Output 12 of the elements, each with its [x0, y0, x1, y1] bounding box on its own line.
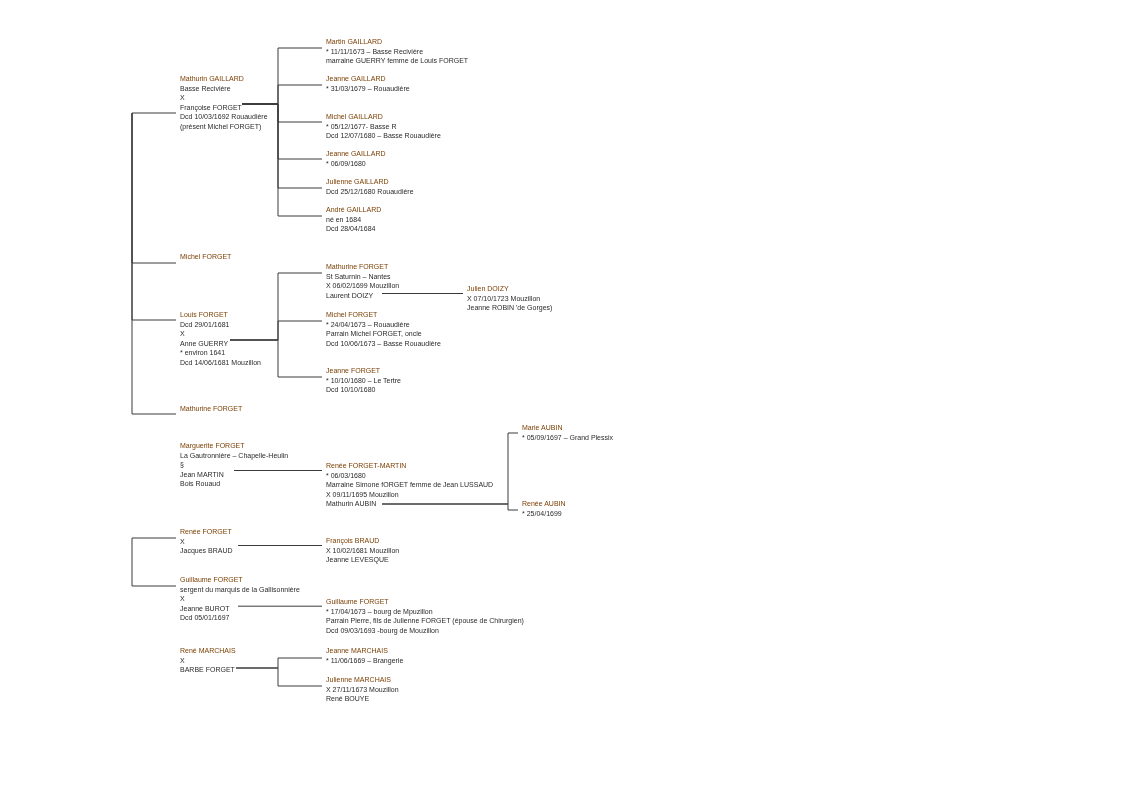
- connector-line: [381, 503, 519, 511]
- connector-line: [131, 537, 177, 587]
- connector-line: [241, 103, 323, 217]
- connector-line: [237, 605, 323, 607]
- connector-line: [131, 537, 177, 539]
- connector-line: [131, 112, 177, 415]
- connector-line: [381, 293, 464, 294]
- connector-line: [235, 667, 323, 687]
- connector-line: [233, 470, 323, 471]
- connector-line: [131, 112, 177, 114]
- connector-line: [229, 339, 323, 378]
- connector-line: [237, 545, 323, 546]
